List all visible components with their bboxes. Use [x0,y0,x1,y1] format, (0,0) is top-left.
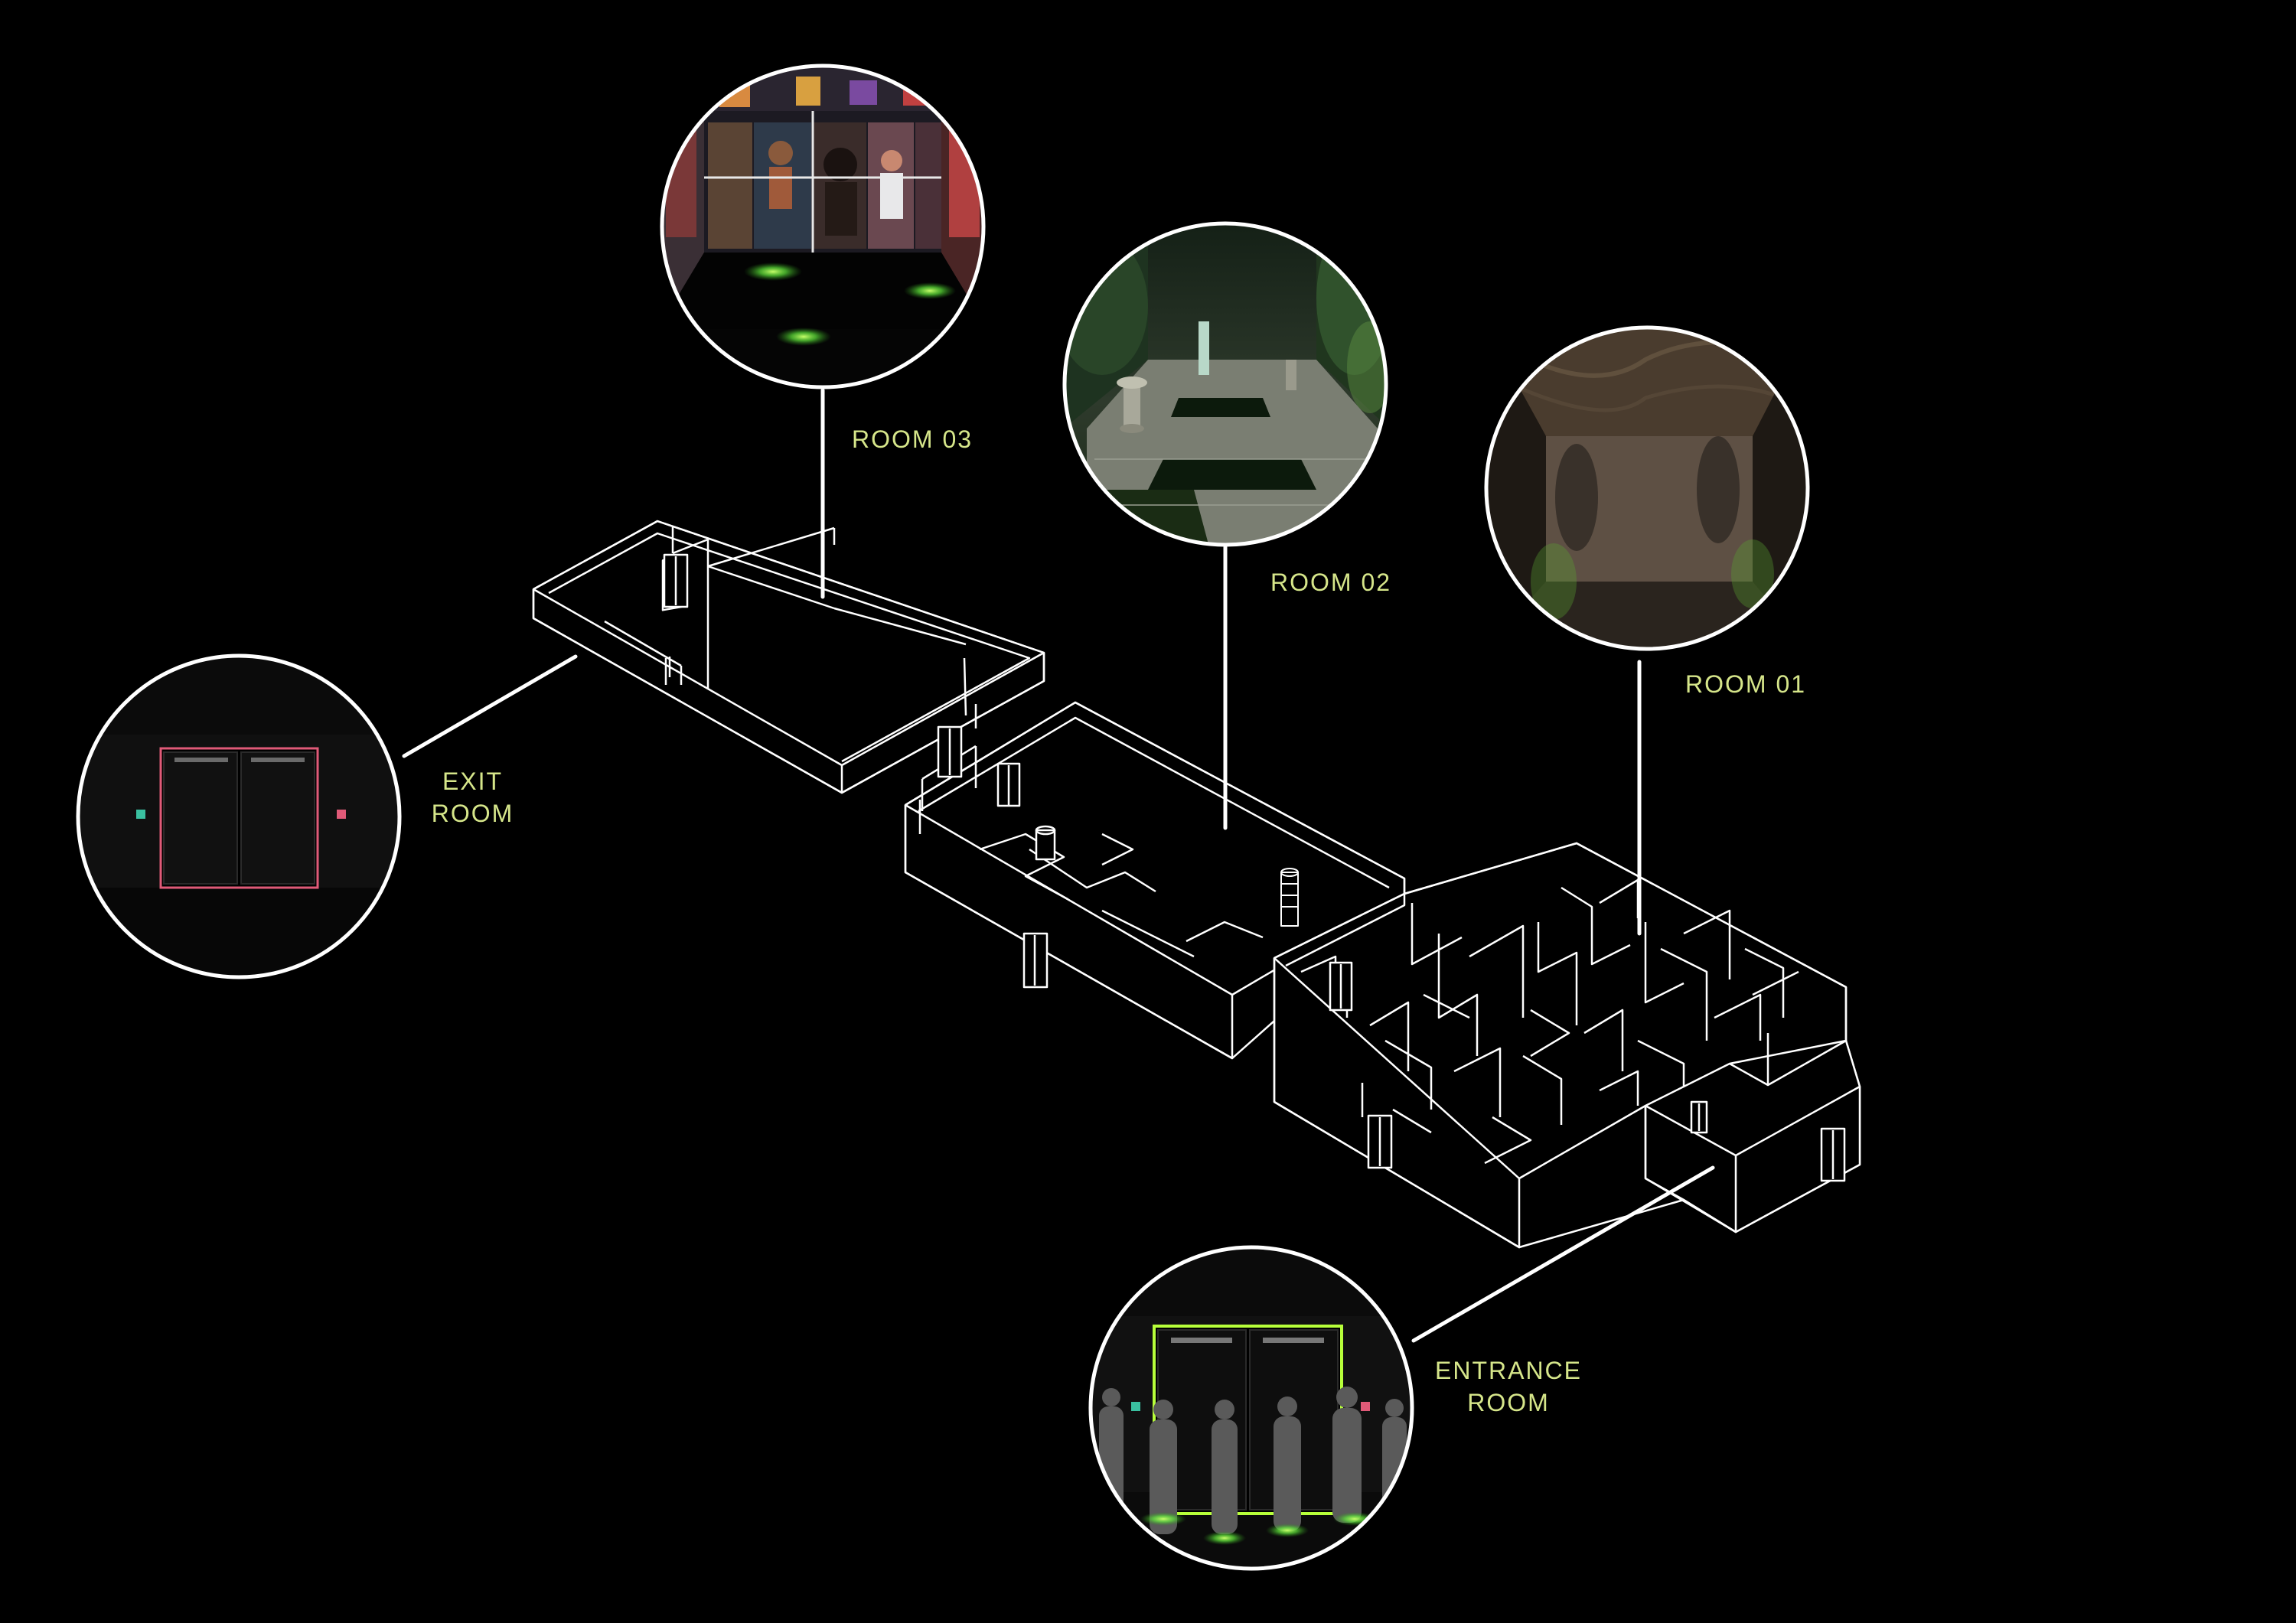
viewport-room02 [1062,221,1388,547]
label-room-02-text: ROOM 02 [1270,569,1392,596]
label-entrance-room-line2: ROOM [1467,1389,1550,1416]
leader-exit [402,654,578,758]
label-room-01-text: ROOM 01 [1685,670,1807,698]
leader-entrance [1411,1165,1715,1343]
column-pillar [1280,868,1299,927]
label-exit-room-line1: EXIT [442,768,504,795]
viewport-entrance-room [1088,1245,1414,1571]
viewport-room03 [660,64,986,389]
label-room-02: ROOM 02 [1270,566,1391,598]
label-room-01: ROOM 01 [1685,668,1806,700]
viewport-room01 [1484,325,1810,651]
label-room-03-text: ROOM 03 [852,425,974,453]
label-exit-room: EXIT ROOM [413,765,532,829]
block-room01 [663,553,1861,1249]
block-room03 [532,520,1045,794]
visitor-silhouettes [1099,1387,1407,1534]
viewport-exit-room [76,653,402,979]
label-entrance-room-line1: ENTRANCE [1434,1357,1582,1384]
leader-lines [402,388,1715,1343]
label-exit-room-line2: ROOM [431,800,514,827]
label-room-03: ROOM 03 [852,423,973,455]
label-entrance-room: ENTRANCE ROOM [1430,1354,1587,1419]
floor-plan [532,520,1861,1249]
